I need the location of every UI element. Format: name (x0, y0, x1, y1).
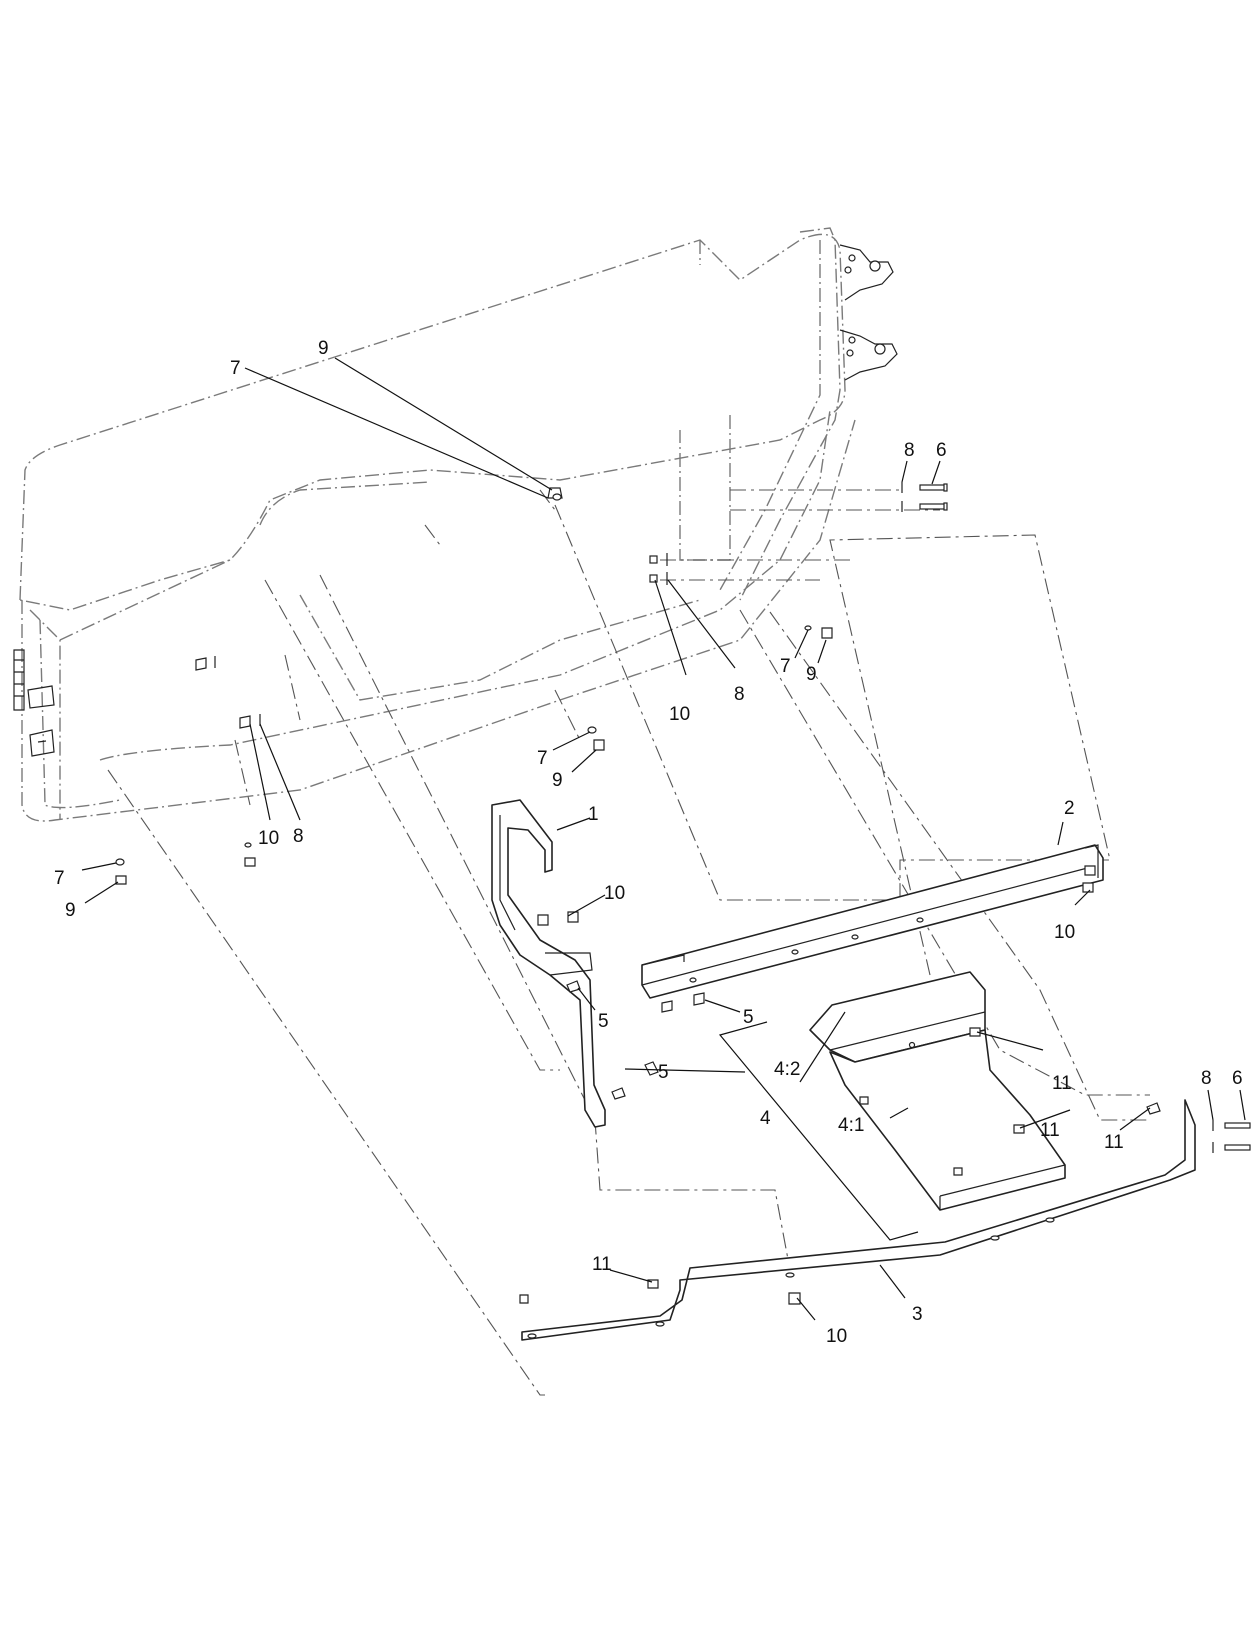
callout-3: 3 (912, 1304, 923, 1325)
callout-11-a: 11 (1052, 1073, 1072, 1094)
callout-11-c: 11 (1104, 1132, 1124, 1153)
front-latch (13, 649, 55, 757)
callout-7-c: 7 (537, 748, 548, 769)
callout-5-c: 5 (658, 1062, 669, 1083)
part-1-side-bracket (491, 799, 606, 1128)
callout-4-2: 4:2 (774, 1059, 800, 1080)
callout-8-d: 8 (1201, 1068, 1212, 1089)
callout-4: 4 (760, 1108, 771, 1129)
part-4-plate-assembly (718, 971, 1066, 1241)
callout-10-a: 10 (669, 704, 690, 725)
callout-7-b: 7 (780, 656, 791, 677)
callout-8-c: 8 (293, 826, 304, 847)
callout-6-a: 6 (936, 440, 947, 461)
callout-7-a: 7 (230, 358, 241, 379)
callout-labels: 1 2 3 4 4:1 4:2 5 5 5 6 6 7 7 7 7 8 8 8 … (54, 338, 1243, 1347)
callout-9-a: 9 (318, 338, 329, 359)
callout-8-b: 8 (734, 684, 745, 705)
callout-10-d: 10 (1054, 922, 1075, 943)
callout-5-a: 5 (598, 1011, 609, 1032)
callout-5-b: 5 (743, 1007, 754, 1028)
assembly-centerlines (107, 489, 1150, 1396)
callout-9-c: 9 (552, 770, 563, 791)
part-3-bottom-rail (521, 1099, 1196, 1341)
callout-9-d: 9 (65, 900, 76, 921)
hardware (115, 482, 1251, 1305)
callout-9-b: 9 (806, 664, 817, 685)
seat-pan-phantom-outline (19, 227, 856, 822)
callout-4-1: 4:1 (838, 1115, 864, 1136)
callout-7-d: 7 (54, 868, 65, 889)
leader-lines (81, 357, 1246, 1321)
callout-11-d: 11 (592, 1254, 612, 1275)
callout-1: 1 (588, 804, 599, 825)
callout-11-b: 11 (1040, 1120, 1060, 1141)
callout-10-c: 10 (604, 883, 625, 904)
callout-10-b: 10 (258, 828, 279, 849)
callout-2: 2 (1064, 798, 1075, 819)
callout-10-e: 10 (826, 1326, 847, 1347)
rear-hinge-brackets (839, 244, 898, 381)
callout-8-a: 8 (904, 440, 915, 461)
part-2-front-rail (641, 844, 1104, 999)
callout-6-b: 6 (1232, 1068, 1243, 1089)
